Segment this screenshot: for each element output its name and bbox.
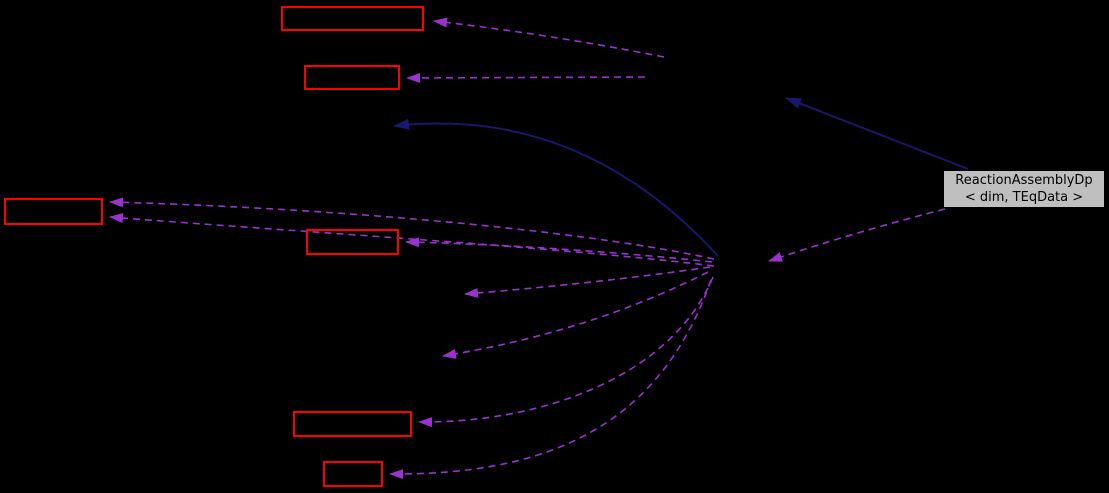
hidden-node-mid-b (330, 344, 436, 370)
edge-center-to-box4 (405, 237, 713, 263)
edge-center-to-box3-upper (109, 197, 715, 260)
red-node-bottom[interactable] (323, 461, 383, 487)
red-node-upper[interactable] (304, 65, 400, 90)
red-node-top[interactable] (281, 6, 424, 31)
edge-main-to-hidden-top-inherit (785, 97, 969, 170)
main-class-template-params: < dim, TEqData > (964, 190, 1084, 205)
edge-center-to-box5 (418, 276, 714, 428)
hidden-node-top (660, 52, 790, 102)
edge-center-to-hidden-left-inherit (393, 118, 719, 257)
red-node-middle[interactable] (306, 229, 399, 255)
main-class-node: ReactionAssemblyDp < dim, TEqData > (943, 170, 1105, 208)
edge-center-to-box3-lower (109, 213, 715, 267)
hidden-node-mid-a (350, 282, 460, 308)
edge-hidden-top-to-box1 (433, 17, 665, 58)
red-node-lower[interactable] (293, 411, 412, 437)
hidden-node-center (706, 255, 766, 283)
hidden-node-left-mid (285, 112, 390, 140)
edge-hidden-top-to-box2 (406, 72, 646, 83)
edge-center-to-hidden-mid-a (464, 266, 711, 298)
red-node-left[interactable] (4, 198, 103, 225)
edge-center-to-box6 (389, 279, 712, 480)
main-class-name: ReactionAssemblyDp (955, 173, 1093, 188)
edge-main-to-center (768, 208, 946, 262)
edge-center-to-hidden-mid-b (442, 271, 709, 359)
